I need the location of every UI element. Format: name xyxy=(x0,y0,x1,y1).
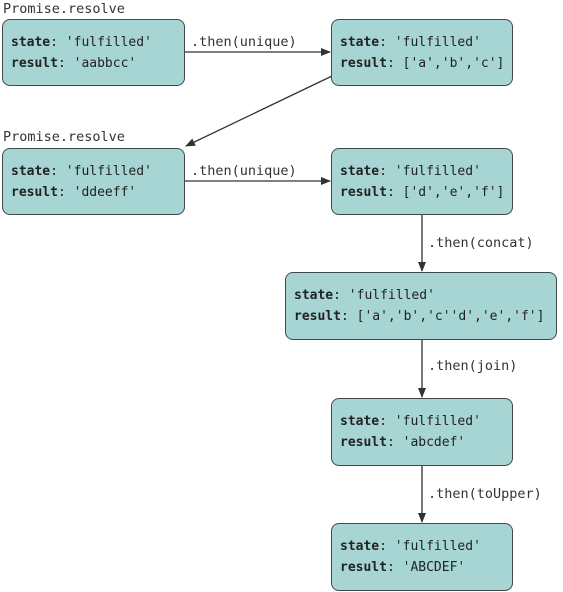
edge-label-n3-n4: .then(unique) xyxy=(191,163,297,179)
state-key: state xyxy=(11,34,51,50)
promise-node-7: state: 'fulfilled' result: 'ABCDEF' xyxy=(331,523,513,591)
state-value: 'fulfilled' xyxy=(348,288,435,303)
state-key: state xyxy=(340,414,380,429)
result-value: ['a','b','c'] xyxy=(402,55,505,71)
result-value: ['a','b','c''d','e','f'] xyxy=(356,309,545,324)
state-value: 'fulfilled' xyxy=(394,163,481,179)
result-key: result xyxy=(340,435,387,450)
result-key: result xyxy=(340,560,387,575)
state-value: 'fulfilled' xyxy=(394,34,481,50)
result-value: 'ddeeff' xyxy=(73,184,137,200)
state-key: state xyxy=(340,34,380,50)
result-key: result xyxy=(294,309,341,324)
state-key: state xyxy=(340,163,380,179)
promise-node-3: state: 'fulfilled' result: 'ddeeff' xyxy=(2,148,185,215)
state-key: state xyxy=(11,163,51,179)
result-key: result xyxy=(11,184,58,200)
promise-node-2: state: 'fulfilled' result: ['a','b','c'] xyxy=(331,19,513,86)
result-value: 'abcdef' xyxy=(402,435,466,450)
state-key: state xyxy=(294,288,334,303)
state-value: 'fulfilled' xyxy=(65,163,152,179)
edge-label-n6-n7: .then(toUpper) xyxy=(428,486,542,502)
promise-node-5: state: 'fulfilled' result: ['a','b','c''… xyxy=(285,272,557,340)
state-value: 'fulfilled' xyxy=(394,414,481,429)
result-key: result xyxy=(340,184,387,200)
result-value: 'ABCDEF' xyxy=(402,560,466,575)
result-value: ['d','e','f'] xyxy=(402,184,505,200)
promise-node-4: state: 'fulfilled' result: ['d','e','f'] xyxy=(331,148,513,215)
state-key: state xyxy=(340,539,380,554)
promise-resolve-heading-1: Promise.resolve xyxy=(3,1,125,17)
promise-node-1: state: 'fulfilled' result: 'aabbcc' xyxy=(2,19,185,86)
result-key: result xyxy=(340,55,387,71)
result-value: 'aabbcc' xyxy=(73,55,137,71)
state-value: 'fulfilled' xyxy=(65,34,152,50)
edge-label-n4-n5: .then(concat) xyxy=(428,235,534,251)
state-value: 'fulfilled' xyxy=(394,539,481,554)
edge-n2-n3 xyxy=(185,75,333,147)
edge-label-n5-n6: .then(join) xyxy=(428,358,518,374)
result-key: result xyxy=(11,55,58,71)
promise-resolve-heading-2: Promise.resolve xyxy=(3,129,125,145)
edge-label-n1-n2: .then(unique) xyxy=(191,34,297,50)
promise-node-6: state: 'fulfilled' result: 'abcdef' xyxy=(331,398,513,466)
